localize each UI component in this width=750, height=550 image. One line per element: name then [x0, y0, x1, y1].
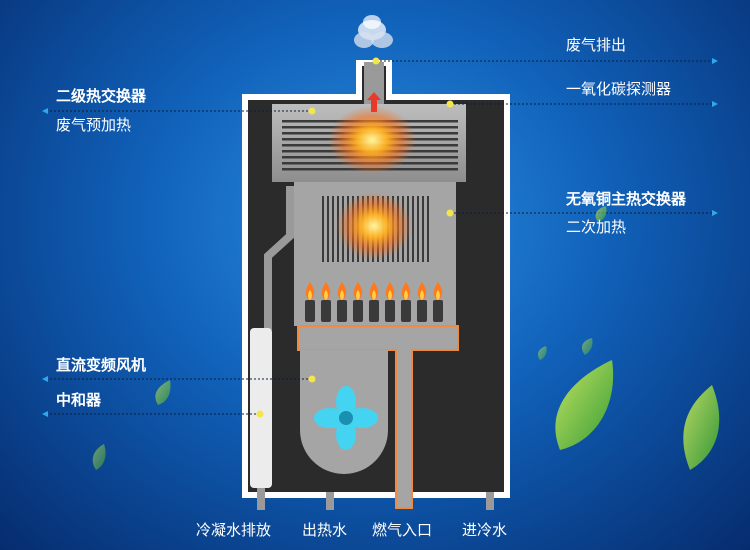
leader-lines	[50, 60, 712, 415]
heat-exchanger-fin	[422, 196, 424, 262]
condensate-pipe	[264, 186, 294, 330]
flame-icon	[369, 282, 379, 322]
label-dc-fan: 直流变频风机	[56, 356, 147, 374]
label-cold-water-in: 进冷水	[462, 521, 508, 539]
heat-exchanger-fin	[322, 196, 324, 262]
burner-array	[305, 282, 443, 322]
heat-exchanger-fin	[412, 196, 414, 262]
primary-glow	[336, 192, 412, 260]
smoke-icon	[354, 15, 393, 48]
flame-icon	[417, 282, 427, 322]
heat-exchanger-fin	[332, 196, 334, 262]
label-co-detector: 一氧化碳探测器	[566, 80, 672, 98]
leader-dots	[256, 57, 454, 418]
heat-exchanger-fin	[427, 196, 429, 262]
label-primary-exchanger: 无氧铜主热交换器	[566, 190, 687, 208]
cold-water-inlet-pipe	[486, 492, 494, 510]
label-secondary-heating: 二次加热	[566, 218, 627, 236]
fan-icon	[314, 386, 378, 450]
label-condensate-drain: 冷凝水排放	[196, 521, 272, 539]
label-exhaust-out: 废气排出	[566, 36, 627, 54]
leaf-icon	[92, 206, 720, 470]
label-secondary-exchanger: 二级热交换器	[56, 87, 147, 105]
up-arrow-icon	[367, 92, 381, 112]
flame-icon	[385, 282, 395, 322]
neutralizer-drain	[257, 488, 265, 510]
secondary-glow	[328, 106, 416, 174]
flame-icon	[433, 282, 443, 322]
leader-markers	[42, 58, 718, 417]
chimney	[364, 62, 384, 106]
flame-icon	[401, 282, 411, 322]
label-exhaust-preheat: 废气预加热	[56, 116, 132, 134]
label-neutralizer: 中和器	[56, 391, 102, 409]
label-gas-inlet: 燃气入口	[372, 521, 433, 539]
flame-icon	[337, 282, 347, 322]
heat-exchanger-fin	[327, 196, 329, 262]
label-hot-water-out: 出热水	[302, 521, 348, 539]
flame-icon	[321, 282, 331, 322]
flame-icon	[305, 282, 315, 322]
heat-exchanger-fin	[417, 196, 419, 262]
neutralizer-body	[250, 328, 272, 488]
hot-water-outlet-pipe	[326, 492, 334, 510]
flame-icon	[353, 282, 363, 322]
